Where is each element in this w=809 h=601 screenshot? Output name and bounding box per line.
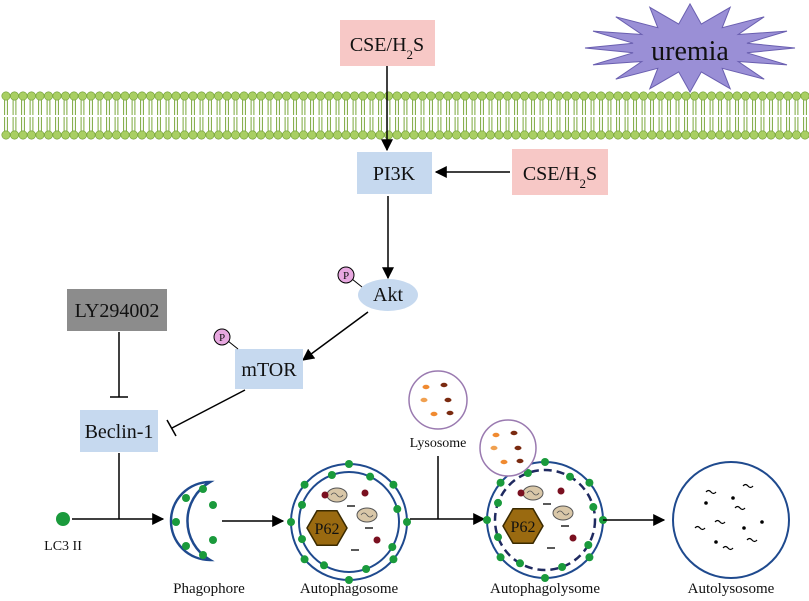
autophagolysome: P62 (479, 419, 607, 582)
uremia-star: uremia (584, 2, 796, 94)
mtor-label: mTOR (241, 359, 297, 381)
akt-node: Akt P (337, 266, 418, 311)
fusing-lysosome (479, 419, 537, 477)
cell-membrane (1, 91, 809, 140)
autophagosome: P62 (287, 460, 411, 584)
cse-h2s-right-label: CSE/H2S (523, 163, 597, 191)
phagophore (169, 480, 217, 562)
pi3k-label: PI3K (373, 163, 416, 185)
beclin-1-label: Beclin-1 (85, 421, 154, 443)
p62-label: P62 (511, 519, 536, 536)
phagophore-label: Phagophore (173, 581, 245, 597)
mtor-box: mTOR P (213, 328, 303, 389)
autolysosome (672, 461, 790, 579)
inhibit-mtor-to-beclin (166, 389, 246, 437)
ly294002-label: LY294002 (75, 300, 160, 322)
autolysosome-label: Autolysosome (688, 581, 775, 597)
beclin-1-box: Beclin-1 (80, 410, 158, 452)
pi3k-box: PI3K (357, 152, 432, 194)
cse-h2s-top-label: CSE/H2S (350, 34, 424, 62)
arrow-akt-to-mtor (302, 311, 369, 361)
inhibit-ly-to-beclin (110, 332, 128, 398)
cse-h2s-right-box: CSE/H2S (512, 149, 608, 195)
lc3-ii-label: LC3 II (44, 539, 82, 554)
autophagosome-label: Autophagosome (300, 581, 399, 597)
akt-phospho-label: P (343, 270, 349, 282)
akt-label: Akt (373, 284, 403, 306)
p62-label: P62 (315, 521, 340, 538)
ly294002-box: LY294002 (67, 289, 167, 331)
mtor-phospho-circle (213, 328, 231, 346)
akt-phospho-circle (337, 266, 355, 284)
cse-h2s-top-box: CSE/H2S (340, 20, 435, 66)
lysosome (408, 370, 468, 430)
uremia-label: uremia (651, 36, 729, 67)
mtor-phospho-label: P (219, 332, 225, 344)
lc3-ii-dot (56, 512, 70, 526)
autophagolysome-label: Autophagolysome (490, 581, 600, 597)
lysosome-label: Lysosome (410, 436, 467, 451)
